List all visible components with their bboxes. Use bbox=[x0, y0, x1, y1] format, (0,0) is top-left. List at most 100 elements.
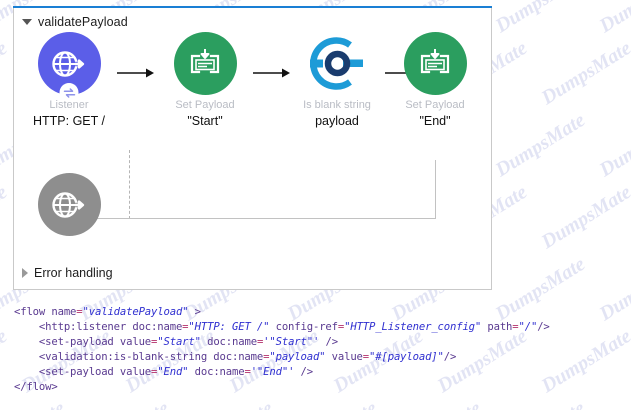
watermark-text: DumpsMate bbox=[284, 397, 382, 410]
watermark-text: DumpsMate bbox=[0, 397, 70, 410]
node-type-label: Is blank string bbox=[303, 99, 371, 111]
code-token-eq: = bbox=[512, 321, 519, 334]
code-token-attr: doc:name bbox=[132, 321, 183, 334]
canvas-top-accent-bar bbox=[13, 6, 492, 9]
code-token-attr: name bbox=[51, 306, 77, 318]
code-token-val: "End" bbox=[157, 366, 189, 379]
node-icon-circle[interactable] bbox=[37, 173, 101, 236]
watermark-text: DumpsMate bbox=[491, 0, 590, 38]
code-token-eq: = bbox=[362, 351, 370, 364]
set-payload-icon bbox=[420, 48, 450, 73]
code-token-val: '"End"' bbox=[250, 366, 295, 379]
code-token-val: "HTTP_Listener_config" bbox=[344, 321, 482, 334]
watermark-text: DumpsMate bbox=[491, 108, 590, 182]
code-token-tag: /> bbox=[294, 366, 314, 379]
watermark-text: DumpsMate bbox=[537, 36, 631, 110]
xml-code-block: <flow name="validatePayload" > <http:lis… bbox=[14, 305, 614, 396]
code-token-eq: = bbox=[182, 321, 189, 334]
flow-header[interactable]: validatePayload bbox=[22, 15, 128, 29]
code-token-tag: /> bbox=[537, 321, 550, 334]
code-token-tag: <set-payload bbox=[14, 366, 120, 379]
set-payload-icon bbox=[190, 48, 220, 73]
code-line: </flow> bbox=[14, 380, 614, 395]
code-token-attr: value bbox=[119, 366, 152, 379]
node-type-label: Set Payload bbox=[405, 99, 465, 111]
node-http-listener[interactable]: Listener HTTP: GET / bbox=[23, 32, 115, 129]
round-trip-arrows-icon bbox=[59, 83, 79, 102]
code-token-val: "/" bbox=[518, 321, 538, 334]
node-icon-circle[interactable] bbox=[173, 32, 237, 95]
http-listener-globe-icon bbox=[52, 191, 85, 218]
node-type-label: Set Payload bbox=[175, 99, 235, 111]
watermark-text: DumpsMate bbox=[388, 397, 486, 410]
code-token-val: "Start" bbox=[157, 336, 201, 349]
code-token-tag: <validation:is-blank-string bbox=[14, 351, 214, 364]
watermark-text: DumpsMate bbox=[0, 180, 12, 254]
code-token-tag: /> bbox=[443, 351, 457, 364]
code-token-val: "payload" bbox=[269, 351, 326, 364]
triangle-right-icon[interactable] bbox=[22, 268, 28, 278]
node-type-label: Listener bbox=[49, 99, 89, 111]
connector-return-vertical bbox=[435, 160, 436, 219]
watermark-text: DumpsMate bbox=[537, 180, 631, 254]
watermark-text: DumpsMate bbox=[492, 397, 590, 410]
http-listener-globe-icon bbox=[52, 50, 85, 77]
code-token-attr: value bbox=[325, 351, 363, 364]
watermark-text: DumpsMate bbox=[595, 0, 631, 38]
code-token-eq: = bbox=[244, 366, 251, 379]
node-icon-circle[interactable] bbox=[306, 32, 369, 95]
arrow-right-icon bbox=[253, 66, 291, 78]
code-token-val: '"Start"' bbox=[263, 336, 320, 349]
node-is-blank-string[interactable]: Is blank string payload bbox=[291, 32, 383, 129]
node-error-listener[interactable] bbox=[23, 173, 115, 236]
code-token-eq: = bbox=[151, 336, 158, 349]
flow-canvas: validatePayload Listener HT bbox=[13, 8, 492, 290]
triangle-down-icon[interactable] bbox=[22, 19, 32, 25]
code-line: <set-payload value="Start" doc:name='"St… bbox=[14, 335, 614, 350]
code-token-eq: = bbox=[76, 306, 83, 318]
watermark-text: DumpsMate bbox=[180, 397, 278, 410]
code-token-tag: <flow bbox=[14, 306, 52, 318]
watermark-text: DumpsMate bbox=[596, 397, 631, 410]
connector-return-horizontal bbox=[69, 218, 436, 219]
node-name-label: HTTP: GET / bbox=[33, 114, 105, 128]
code-line: <flow name="validatePayload" > bbox=[14, 305, 614, 320]
error-handling-title: Error handling bbox=[34, 266, 113, 280]
node-name-label: "Start" bbox=[187, 114, 223, 128]
code-token-val: "validatePayload" bbox=[82, 306, 189, 318]
code-token-tag: /> bbox=[319, 336, 338, 349]
node-set-payload-end[interactable]: Set Payload "End" bbox=[389, 32, 481, 129]
code-line: <http:listener doc:name="HTTP: GET /" co… bbox=[14, 320, 614, 335]
code-line: <set-payload value="End" doc:name='"End"… bbox=[14, 365, 614, 380]
node-icon-circle[interactable] bbox=[403, 32, 467, 95]
code-token-tag: <set-payload bbox=[14, 336, 120, 349]
watermark-text: DumpsMate bbox=[0, 324, 12, 398]
validation-target-icon bbox=[309, 37, 363, 90]
node-icon-circle[interactable] bbox=[37, 32, 101, 102]
node-set-payload-start[interactable]: Set Payload "Start" bbox=[159, 32, 251, 129]
code-token-attr: doc:name bbox=[213, 351, 264, 364]
code-token-eq: = bbox=[151, 366, 158, 379]
code-token-tag: </flow> bbox=[14, 381, 58, 394]
code-token-attr: doc:name bbox=[188, 366, 245, 379]
watermark-text: DumpsMate bbox=[76, 397, 174, 410]
node-name-label: payload bbox=[315, 114, 359, 128]
code-token-val: "HTTP: GET /" bbox=[188, 321, 270, 334]
code-token-attr: path bbox=[481, 321, 513, 334]
watermark-text: DumpsMate bbox=[0, 36, 12, 110]
code-token-attr: config-ref bbox=[269, 321, 338, 334]
code-token-eq: = bbox=[263, 351, 270, 364]
error-handling-header[interactable]: Error handling bbox=[22, 266, 113, 280]
code-token-tag: > bbox=[188, 306, 201, 318]
code-token-attr: doc:name bbox=[200, 336, 257, 349]
node-name-label: "End" bbox=[419, 114, 451, 128]
code-line: <validation:is-blank-string doc:name="pa… bbox=[14, 350, 614, 365]
connector-dashed-vertical bbox=[129, 150, 130, 219]
code-token-attr: value bbox=[119, 336, 152, 349]
arrow-right-icon bbox=[117, 66, 155, 78]
watermark-text: DumpsMate bbox=[595, 108, 631, 182]
code-token-eq: = bbox=[337, 321, 345, 334]
code-token-val: "#[payload]" bbox=[369, 351, 444, 364]
code-token-eq: = bbox=[256, 336, 264, 349]
code-token-tag: <http:listener bbox=[14, 321, 133, 334]
